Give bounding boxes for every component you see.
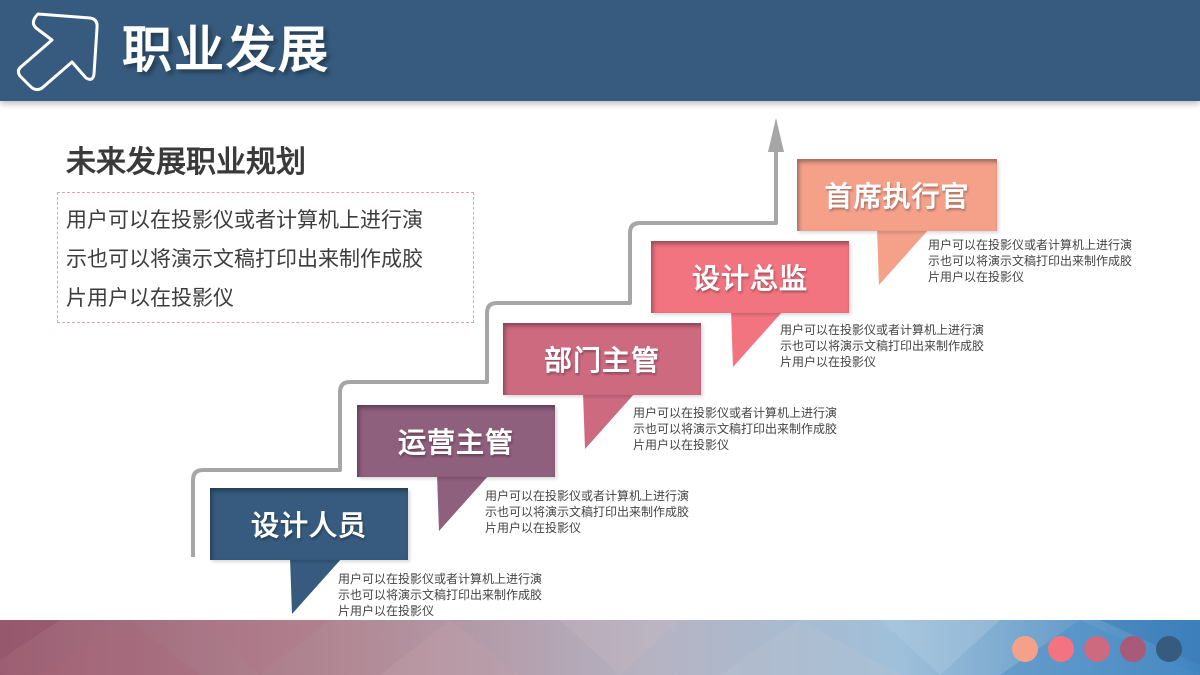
section-title: 未来发展职业规划 bbox=[66, 145, 306, 180]
step-description: 用户可以在投影仪或者计算机上进行演 示也可以将演示文稿打印出来制作成胶 片用户以… bbox=[485, 489, 690, 535]
speech-tail bbox=[290, 558, 342, 614]
dot-navy bbox=[1156, 636, 1182, 662]
intro-line: 片用户以在投影仪 bbox=[66, 286, 234, 310]
header-bar: 职业发展 bbox=[0, 0, 1200, 101]
speech-tail bbox=[437, 475, 489, 531]
step-description: 用户可以在投影仪或者计算机上进行演 示也可以将演示文稿打印出来制作成胶 片用户以… bbox=[338, 572, 543, 618]
step-description: 用户可以在投影仪或者计算机上进行演 示也可以将演示文稿打印出来制作成胶 片用户以… bbox=[928, 238, 1133, 284]
footer-decoration bbox=[0, 620, 1200, 675]
pagination-dots bbox=[1012, 636, 1182, 662]
step-label: 设计人员 bbox=[210, 488, 408, 560]
dot-mauve bbox=[1120, 636, 1146, 662]
intro-text-box: 用户可以在投影仪或者计算机上进行演 示也可以将演示文稿打印出来制作成胶 片用户以… bbox=[57, 192, 474, 323]
speech-tail bbox=[877, 229, 929, 285]
speech-tail bbox=[731, 311, 783, 367]
step-description: 用户可以在投影仪或者计算机上进行演 示也可以将演示文稿打印出来制作成胶 片用户以… bbox=[780, 323, 985, 369]
dot-coral bbox=[1048, 636, 1074, 662]
step-label: 部门主管 bbox=[503, 323, 701, 395]
step-label: 设计总监 bbox=[651, 241, 849, 313]
intro-line: 用户可以在投影仪或者计算机上进行演 bbox=[66, 208, 423, 232]
speech-tail bbox=[583, 393, 635, 449]
step-description: 用户可以在投影仪或者计算机上进行演 示也可以将演示文稿打印出来制作成胶 片用户以… bbox=[633, 406, 838, 452]
intro-line: 示也可以将演示文稿打印出来制作成胶 bbox=[66, 247, 423, 271]
step-label: 首席执行官 bbox=[797, 159, 997, 231]
step-label: 运营主管 bbox=[357, 405, 555, 477]
dot-rose bbox=[1084, 636, 1110, 662]
arrow-up-right-icon bbox=[16, 12, 99, 92]
page-title: 职业发展 bbox=[122, 21, 330, 79]
dot-peach bbox=[1012, 636, 1038, 662]
